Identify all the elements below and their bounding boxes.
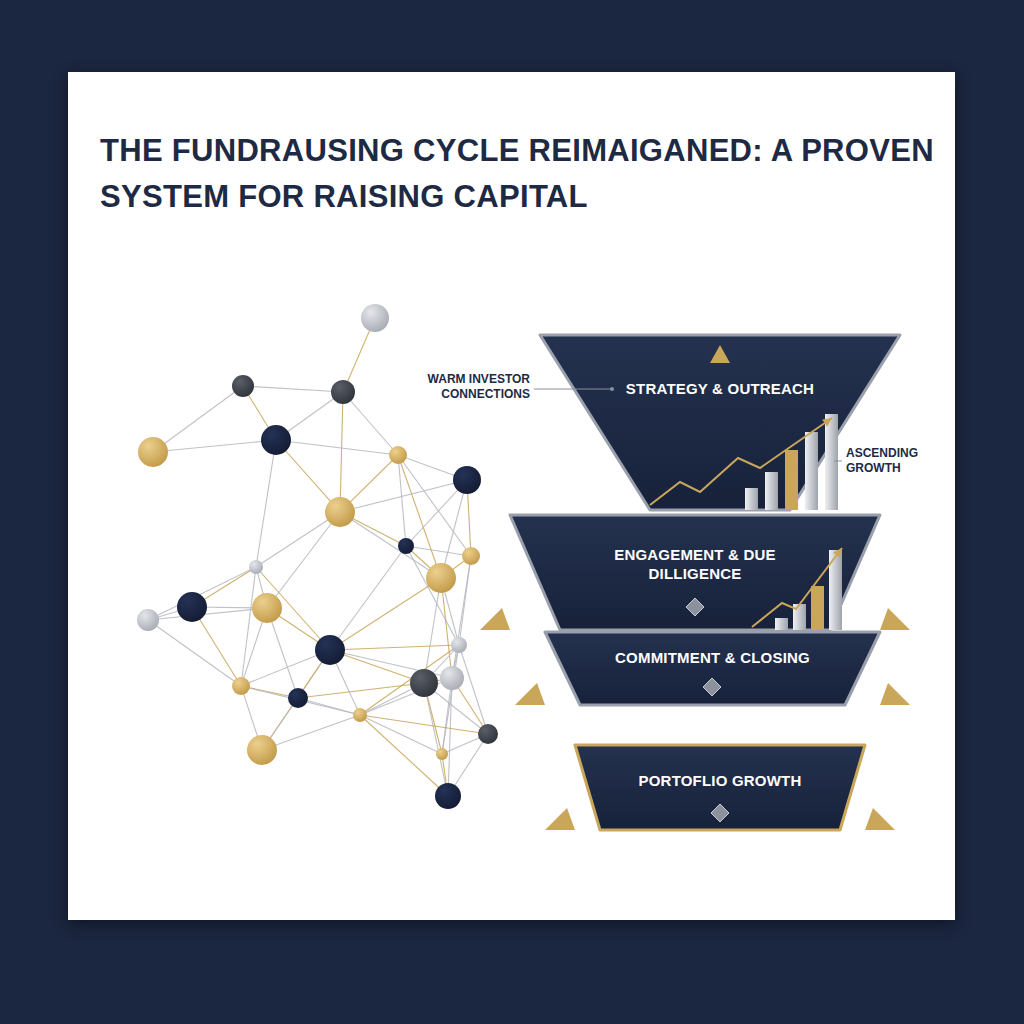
band-label: STRATEGY & OUTREACH	[590, 379, 850, 398]
funnel-band: COMMITMENT & CLOSING	[545, 632, 880, 705]
band-label: COMMITMENT & CLOSING	[575, 648, 850, 667]
title: THE FUNDRAUSING CYCLE REIMAIGANED: A PRO…	[100, 128, 940, 220]
funnel-band: PORTOFLIO GROWTH	[575, 745, 865, 830]
band-shape	[545, 632, 880, 705]
band-shape	[540, 335, 900, 510]
callout-label: WARM INVESTOR CONNECTIONS	[420, 372, 530, 402]
band-label: PORTOFLIO GROWTH	[600, 771, 840, 790]
band-label: ENGAGEMENT & DUE DILLIGENCE	[605, 545, 785, 583]
callout-label: ASCENDING GROWTH	[846, 446, 928, 476]
funnel-band: STRATEGY & OUTREACH	[540, 335, 900, 510]
